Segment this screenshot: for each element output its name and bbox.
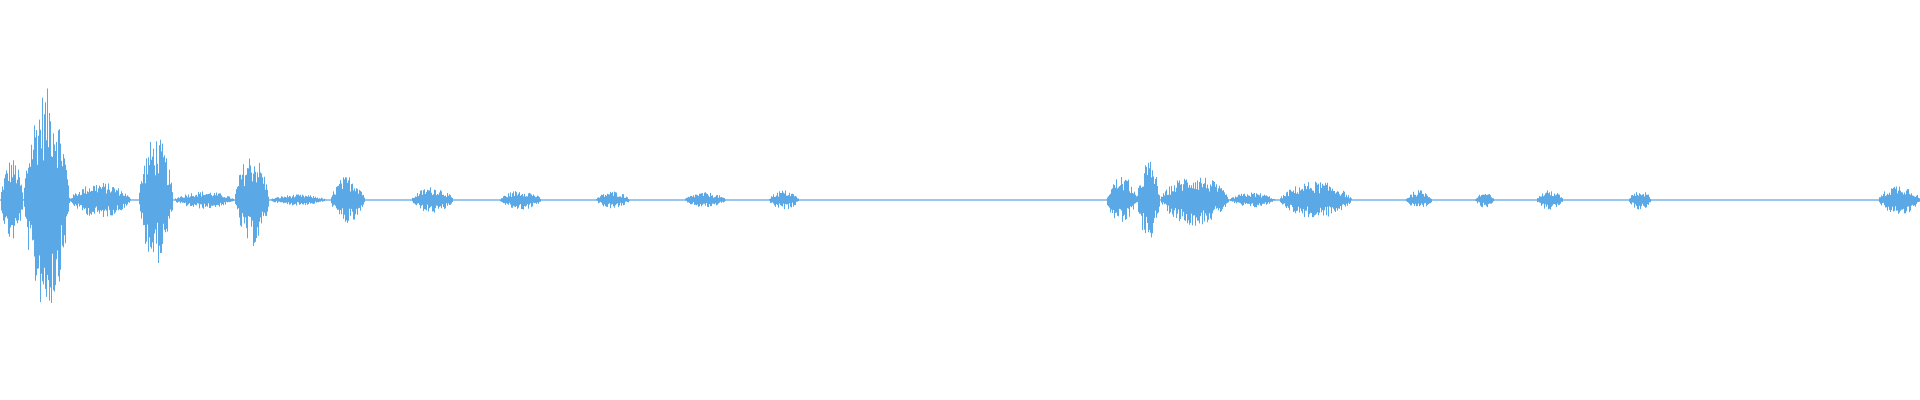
waveform-lines xyxy=(0,88,1920,303)
waveform-path xyxy=(0,88,1920,303)
